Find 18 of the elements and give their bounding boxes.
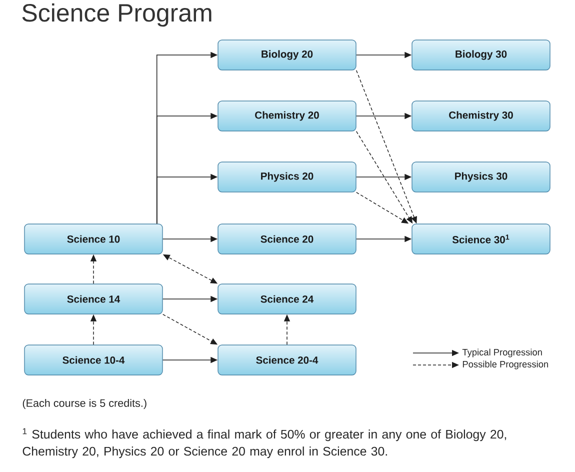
course-box: Physics 20 (218, 162, 356, 192)
course-box: Science 14 (24, 284, 163, 314)
course-box: Science 10 (24, 224, 163, 254)
course-box: Biology 20 (218, 40, 356, 70)
legend-label: Typical Progression (462, 348, 542, 358)
legend-label: Possible Progression (462, 360, 548, 370)
note-text: (Each course is 5 credits.) (22, 398, 146, 410)
footnote: $^{1}$ Students who have achieved a final mark of 50% or greater in any one of Biology 20, Chemistry 20, Physics 20 or Science 20 may enrol in Science 30. (22, 428, 506, 458)
course-box: Science 24 (218, 284, 356, 314)
title: Science Program (22, 3, 212, 27)
course-box: Biology 30 (412, 40, 550, 70)
course-box: Science 30$^{1}$ (412, 224, 550, 254)
course-box: Chemistry 30 (412, 100, 550, 132)
course-box: Science 20-4 (218, 344, 356, 376)
course-box: Science 20 (218, 224, 356, 254)
course-box: Science 10-4 (24, 344, 163, 376)
course-box: Physics 30 (412, 162, 550, 192)
course-box: Chemistry 20 (218, 100, 356, 132)
